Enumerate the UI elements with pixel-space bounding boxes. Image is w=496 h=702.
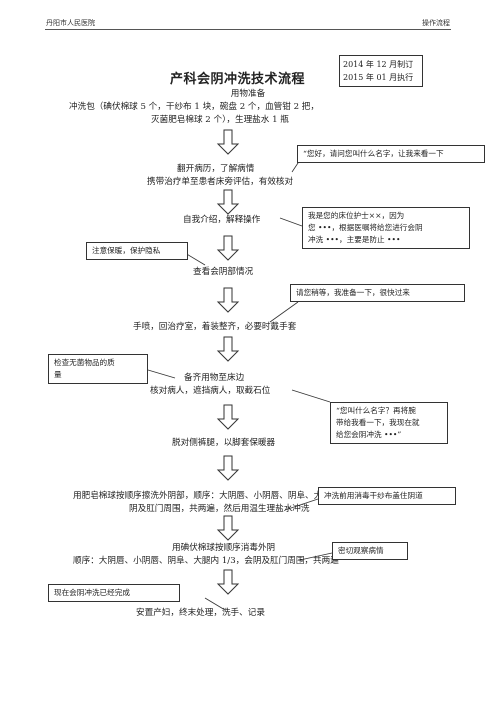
- step-verify-position: 核对病人，遮挡病人，取截石位: [150, 386, 271, 396]
- step-soap-wash-2: 阴及肛门周围，共两遍，然后用温生理盐水冲洗: [129, 504, 310, 514]
- header-doc-type: 操作流程: [422, 19, 450, 27]
- note-introduction-line-1: 我是您的床位护士××，因为: [308, 211, 405, 220]
- step-bring-supplies: 备齐用物至床边: [184, 373, 245, 383]
- note-introduction-line-2: 您 •••，根据医嘱将给您进行会阴: [308, 223, 423, 232]
- note-verify-identity: “您叫什么名字？再将腕 带给我看一下，我现在就 给您会阴冲洗 •••”: [330, 402, 448, 444]
- step-iodine-disinfect-1: 用碘伏棉球按顺序消毒外阴: [172, 543, 276, 553]
- header-divider: [45, 29, 451, 30]
- note-check-sterile-line-1: 检查无菌物品的质: [54, 358, 115, 367]
- header-hospital-name: 丹阳市人民医院: [46, 19, 95, 27]
- note-verify-identity-line-1: “您叫什么名字？再将腕: [336, 406, 416, 415]
- note-observe-condition: 密切观察病情: [332, 542, 408, 560]
- step-introduce: 自我介绍，解释操作: [183, 215, 261, 225]
- page-title: 产科会阴冲洗技术流程: [170, 72, 306, 87]
- date-created: 2014 年 12 月制订: [343, 60, 414, 69]
- step-undress-warm: 脱对侧裤腿，以脚套保暖器: [172, 438, 276, 448]
- note-greeting: “您好，请问您叫什么名字，让我来看一下: [297, 145, 485, 163]
- step-inspect-perineum: 查看会阴部情况: [193, 267, 254, 277]
- step-prepare-detail-1: 冲洗包（碘伏棉球 5 个，干纱布 1 块，碗盘 2 个，血管钳 2 把，: [69, 102, 319, 112]
- note-introduction-line-3: 冲洗 •••，主要是防止 •••: [308, 235, 401, 244]
- step-finish-record: 安置产妇，终末处理，洗手、记录: [136, 608, 265, 618]
- flow-arrow-7: [216, 455, 240, 481]
- flow-arrow-3: [216, 235, 240, 261]
- step-prepare-detail-2: 灭菌肥皂棉球 2 个），生理盐水 1 瓶: [151, 115, 289, 125]
- flow-arrow-9: [216, 569, 240, 595]
- note-privacy: 注意保暖，保护隐私: [86, 242, 188, 260]
- flow-arrow-6: [216, 404, 240, 430]
- step-soap-wash-1: 用肥皂棉球按顺序擦洗外阴部，顺序：大阴唇、小阴唇、阴阜、大腿内 1/3，会: [73, 491, 374, 501]
- note-completed: 现在会阴冲洗已经完成: [48, 584, 180, 602]
- note-introduction-script: 我是您的床位护士××，因为 您 •••，根据医嘱将给您进行会阴 冲洗 •••，主…: [302, 207, 470, 249]
- note-verify-identity-line-3: 给您会阴冲洗 •••”: [336, 430, 402, 439]
- note-check-sterile: 检查无菌物品的质 量: [48, 354, 148, 384]
- date-box: 2014 年 12 月制订 2015 年 01 月执行: [339, 55, 423, 87]
- flow-arrow-2: [216, 189, 240, 215]
- note-check-sterile-line-2: 量: [54, 370, 62, 379]
- step-hand-hygiene: 手喷，回治疗室，着装整齐，必要时戴手套: [133, 322, 297, 332]
- step-review-record: 翻开病历，了解病情: [177, 164, 255, 174]
- flow-arrow-8: [216, 515, 240, 541]
- note-verify-identity-line-2: 带给我看一下，我现在就: [336, 418, 420, 427]
- note-cover-vagina: 冲洗前用消毒干纱布盖住阴道: [318, 487, 456, 505]
- note-please-wait: 请您稍等，我准备一下，很快过来: [290, 284, 465, 302]
- flow-arrow-1: [216, 129, 240, 155]
- date-effective: 2015 年 01 月执行: [343, 73, 414, 82]
- step-iodine-disinfect-2: 顺序：大阴唇、小阴唇、阴阜、大腿内 1/3，会阴及肛门周围，共两遍: [73, 556, 339, 566]
- step-bedside-assess: 携带治疗单至患者床旁评估，有效核对: [147, 177, 294, 187]
- flow-arrow-5: [216, 336, 240, 362]
- step-prepare-title: 用物准备: [230, 89, 266, 99]
- flow-arrow-4: [216, 287, 240, 313]
